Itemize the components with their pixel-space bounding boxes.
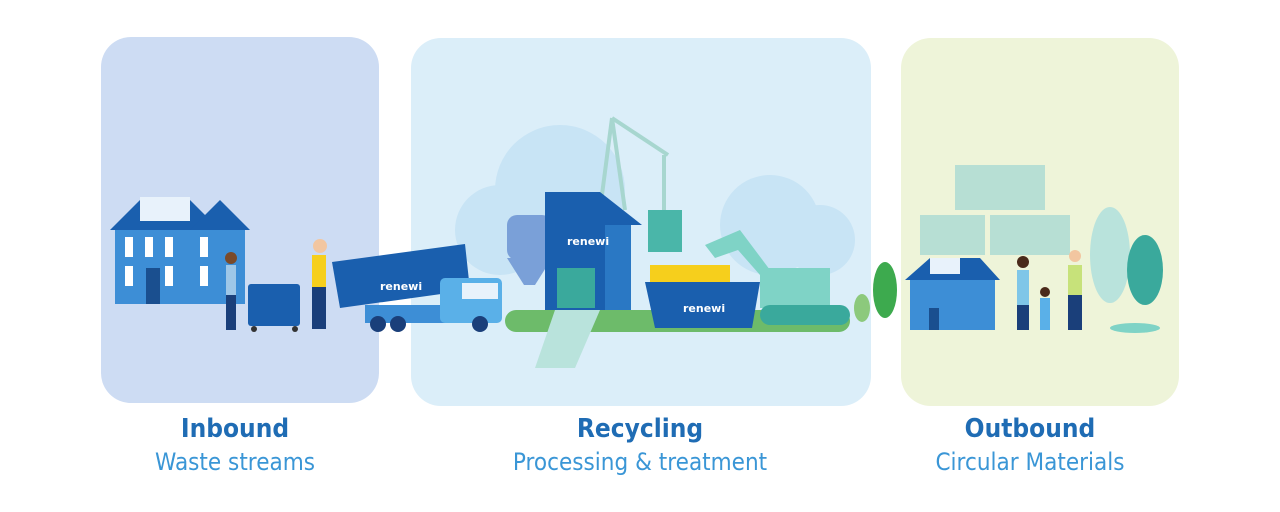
container-logo: renewi: [683, 302, 725, 315]
truck-logo: renewi: [380, 280, 422, 293]
recycling-plant-icon: renewi: [535, 192, 642, 368]
stage-title: Inbound: [180, 414, 290, 444]
silo-icon: [507, 215, 552, 285]
house-icon: [905, 258, 1000, 330]
houses-background-icon: [920, 165, 1070, 255]
people-icon: [225, 239, 327, 330]
stage-subtitle: Circular Materials: [935, 448, 1125, 476]
inbound-caption: Inbound Waste streams: [100, 412, 370, 478]
house-icon: [110, 197, 250, 304]
recycle-bag-icon: [648, 210, 682, 252]
stage-title: Recycling: [576, 414, 704, 444]
tree-icon: [1090, 207, 1163, 333]
container-icon: renewi: [645, 265, 760, 328]
excavator-icon: [705, 230, 850, 325]
recycling-caption: Recycling Processing & treatment: [460, 412, 820, 478]
plant-logo: renewi: [567, 235, 609, 248]
crane-icon: [598, 116, 670, 211]
family-icon: [1017, 250, 1082, 330]
truck-icon: renewi: [332, 244, 502, 332]
stage-subtitle: Waste streams: [154, 448, 316, 476]
outbound-caption: Outbound Circular Materials: [890, 412, 1170, 478]
stage-subtitle: Processing & treatment: [512, 448, 768, 476]
waste-bin-icon: [248, 284, 300, 332]
tree-icon: [854, 262, 897, 322]
stage-title: Outbound: [964, 414, 1096, 444]
